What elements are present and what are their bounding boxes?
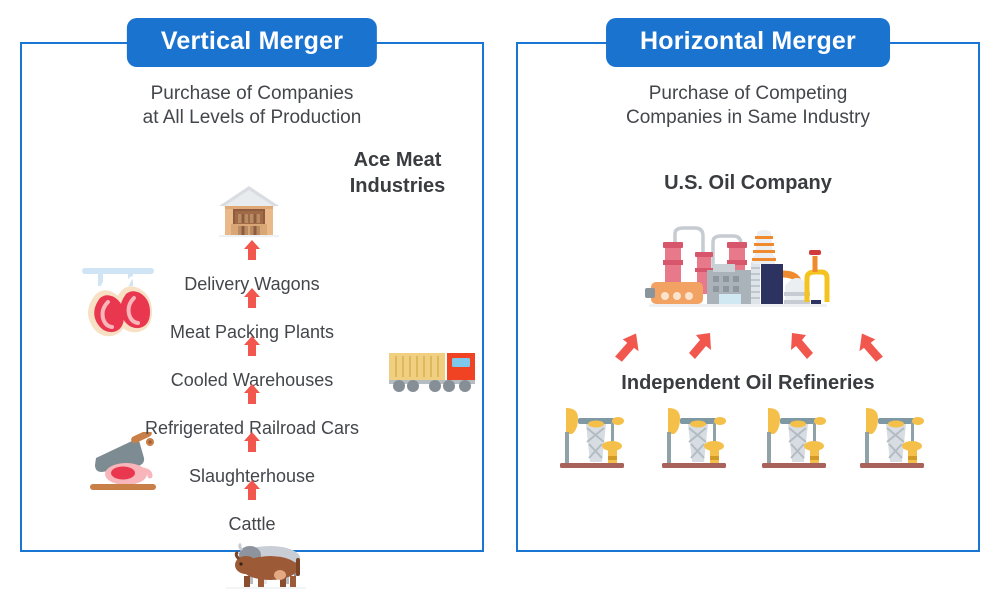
oil-derrick-icon [856, 404, 932, 472]
oil-refinery-icon [645, 216, 831, 312]
chain-step-delivery-wagons: Delivery Wagons [184, 274, 320, 294]
merge-arrow-up-left-icon [788, 331, 816, 361]
panel-subtitle-horizontal-merger: Purchase of Competing Companies in Same … [626, 83, 870, 129]
cargo-truck-icon [387, 347, 479, 395]
oil-derrick-icon [658, 404, 734, 472]
chain-step-slaughterhouse: Slaughterhouse [188, 466, 316, 486]
panel-title-vertical-merger: Vertical Merger [126, 18, 378, 67]
cattle-icon [218, 538, 314, 590]
merge-arrow-up-right-icon [686, 331, 714, 361]
merge-arrow-up-right-icon [612, 333, 640, 363]
panel-subtitle-vertical-merger: Purchase of Companies at All Levels of P… [142, 83, 362, 129]
oil-derrick-icon [556, 404, 632, 472]
panel-title-horizontal-merger: Horizontal Merger [606, 18, 890, 67]
chain-step-refrigerated-railroad-cars: Refrigerated Railroad Cars [144, 418, 360, 438]
hanging-meat-icon [78, 258, 158, 346]
merge-arrow-up-left-icon [858, 333, 886, 363]
panel-vertical-merger: Vertical Merger Purchase of Companies at… [20, 18, 484, 589]
oil-derrick-icon [758, 404, 834, 472]
group-label-independent-oil-refineries: Independent Oil Refineries [621, 372, 875, 394]
infographic-root: Vertical Merger Purchase of Companies at… [20, 18, 980, 589]
panel-horizontal-merger: Horizontal Merger Purchase of Competing … [516, 18, 980, 552]
company-name-ace-meat-industries: Ace Meat Industries [349, 149, 446, 197]
chain-step-cattle: Cattle [228, 514, 276, 534]
chain-step-meat-packing-plants: Meat Packing Plants [169, 322, 335, 342]
oil-derrick-row [518, 404, 978, 474]
chain-step-cooled-warehouses: Cooled Warehouses [170, 370, 334, 390]
warehouse-icon [217, 184, 281, 238]
meat-cleaver-icon [82, 429, 164, 494]
company-name-us-oil-company: U.S. Oil Company [664, 172, 832, 194]
